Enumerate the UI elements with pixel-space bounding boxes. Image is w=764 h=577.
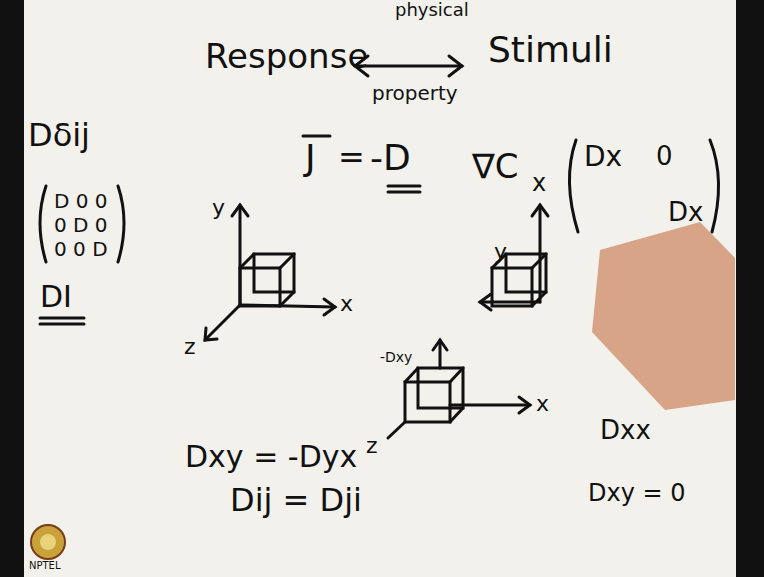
tensor-expression: DI <box>40 280 72 313</box>
matrix-entry: Dx <box>668 198 703 227</box>
matrix-row: 0 D 0 <box>54 214 108 236</box>
equation: Dxy = -Dyx <box>185 440 357 473</box>
matrix-entry: Dx <box>584 142 622 173</box>
frame-edge <box>0 0 24 577</box>
axis-label: z <box>366 434 378 458</box>
component-label: -Dxy <box>380 350 412 365</box>
heading-word: Stimuli <box>488 30 613 70</box>
diffusivity-symbol: -D <box>370 138 411 178</box>
tensor-expression: Dδij <box>28 118 90 153</box>
hand <box>592 222 735 410</box>
equation: Dij = Dji <box>230 483 362 518</box>
axis-label: x <box>340 292 353 316</box>
note-text: physical <box>395 0 469 20</box>
equation: Dxy = 0 <box>588 480 686 506</box>
axis-label: y <box>212 196 225 220</box>
axis-label: x <box>532 170 546 196</box>
flux-symbol: J <box>305 138 316 178</box>
component-label: Dxx <box>600 416 651 445</box>
axis-label: z <box>184 335 196 359</box>
note-text: property <box>372 82 458 104</box>
matrix-entry: 0 <box>656 142 673 171</box>
axis-label: x <box>536 392 549 416</box>
matrix-row: 0 0 D <box>54 238 108 260</box>
frame-edge <box>736 0 764 577</box>
axis-label: y <box>494 240 507 264</box>
nptel-logo-core <box>40 534 56 550</box>
equals-sign: = <box>338 140 365 175</box>
gradient-symbol: ∇C <box>472 148 518 185</box>
logo-text: NPTEL <box>29 560 61 571</box>
heading-word: Response <box>205 38 368 75</box>
nptel-logo <box>31 525 65 559</box>
matrix-row: D 0 0 <box>54 190 108 212</box>
